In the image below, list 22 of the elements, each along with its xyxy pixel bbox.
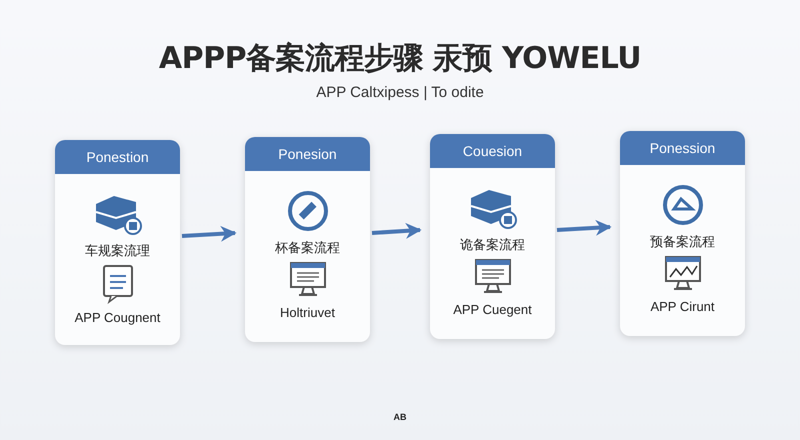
subtitle: APP Caltxipess | To odite [315,84,485,101]
arrow [182,226,237,242]
step-card [55,140,180,345]
step-caption: APP Cougnent [74,310,160,325]
arrow [556,220,612,236]
step-card [430,134,555,339]
step-label: 预备案流程 [650,233,715,251]
step-label: 车规案流理 [85,242,150,260]
arrow [372,222,422,239]
card-header: Ponesion [245,137,370,171]
card-header: Ponestion [55,140,180,174]
step-caption: APP Cuegent [453,302,532,317]
step-label: 诡备案流程 [460,236,525,254]
step-caption: APP Cirunt [650,299,715,314]
title: APPP备案流程步骤 汞预 YOWELU [158,40,642,78]
step-card [620,131,745,336]
step-caption: Holtriuvet [280,305,335,320]
step-card [245,137,370,342]
card-header: Couesion [430,134,555,168]
card-header: Ponession [620,131,745,165]
footer-note: AB [392,412,408,422]
step-label: 杯备案流程 [275,239,340,257]
